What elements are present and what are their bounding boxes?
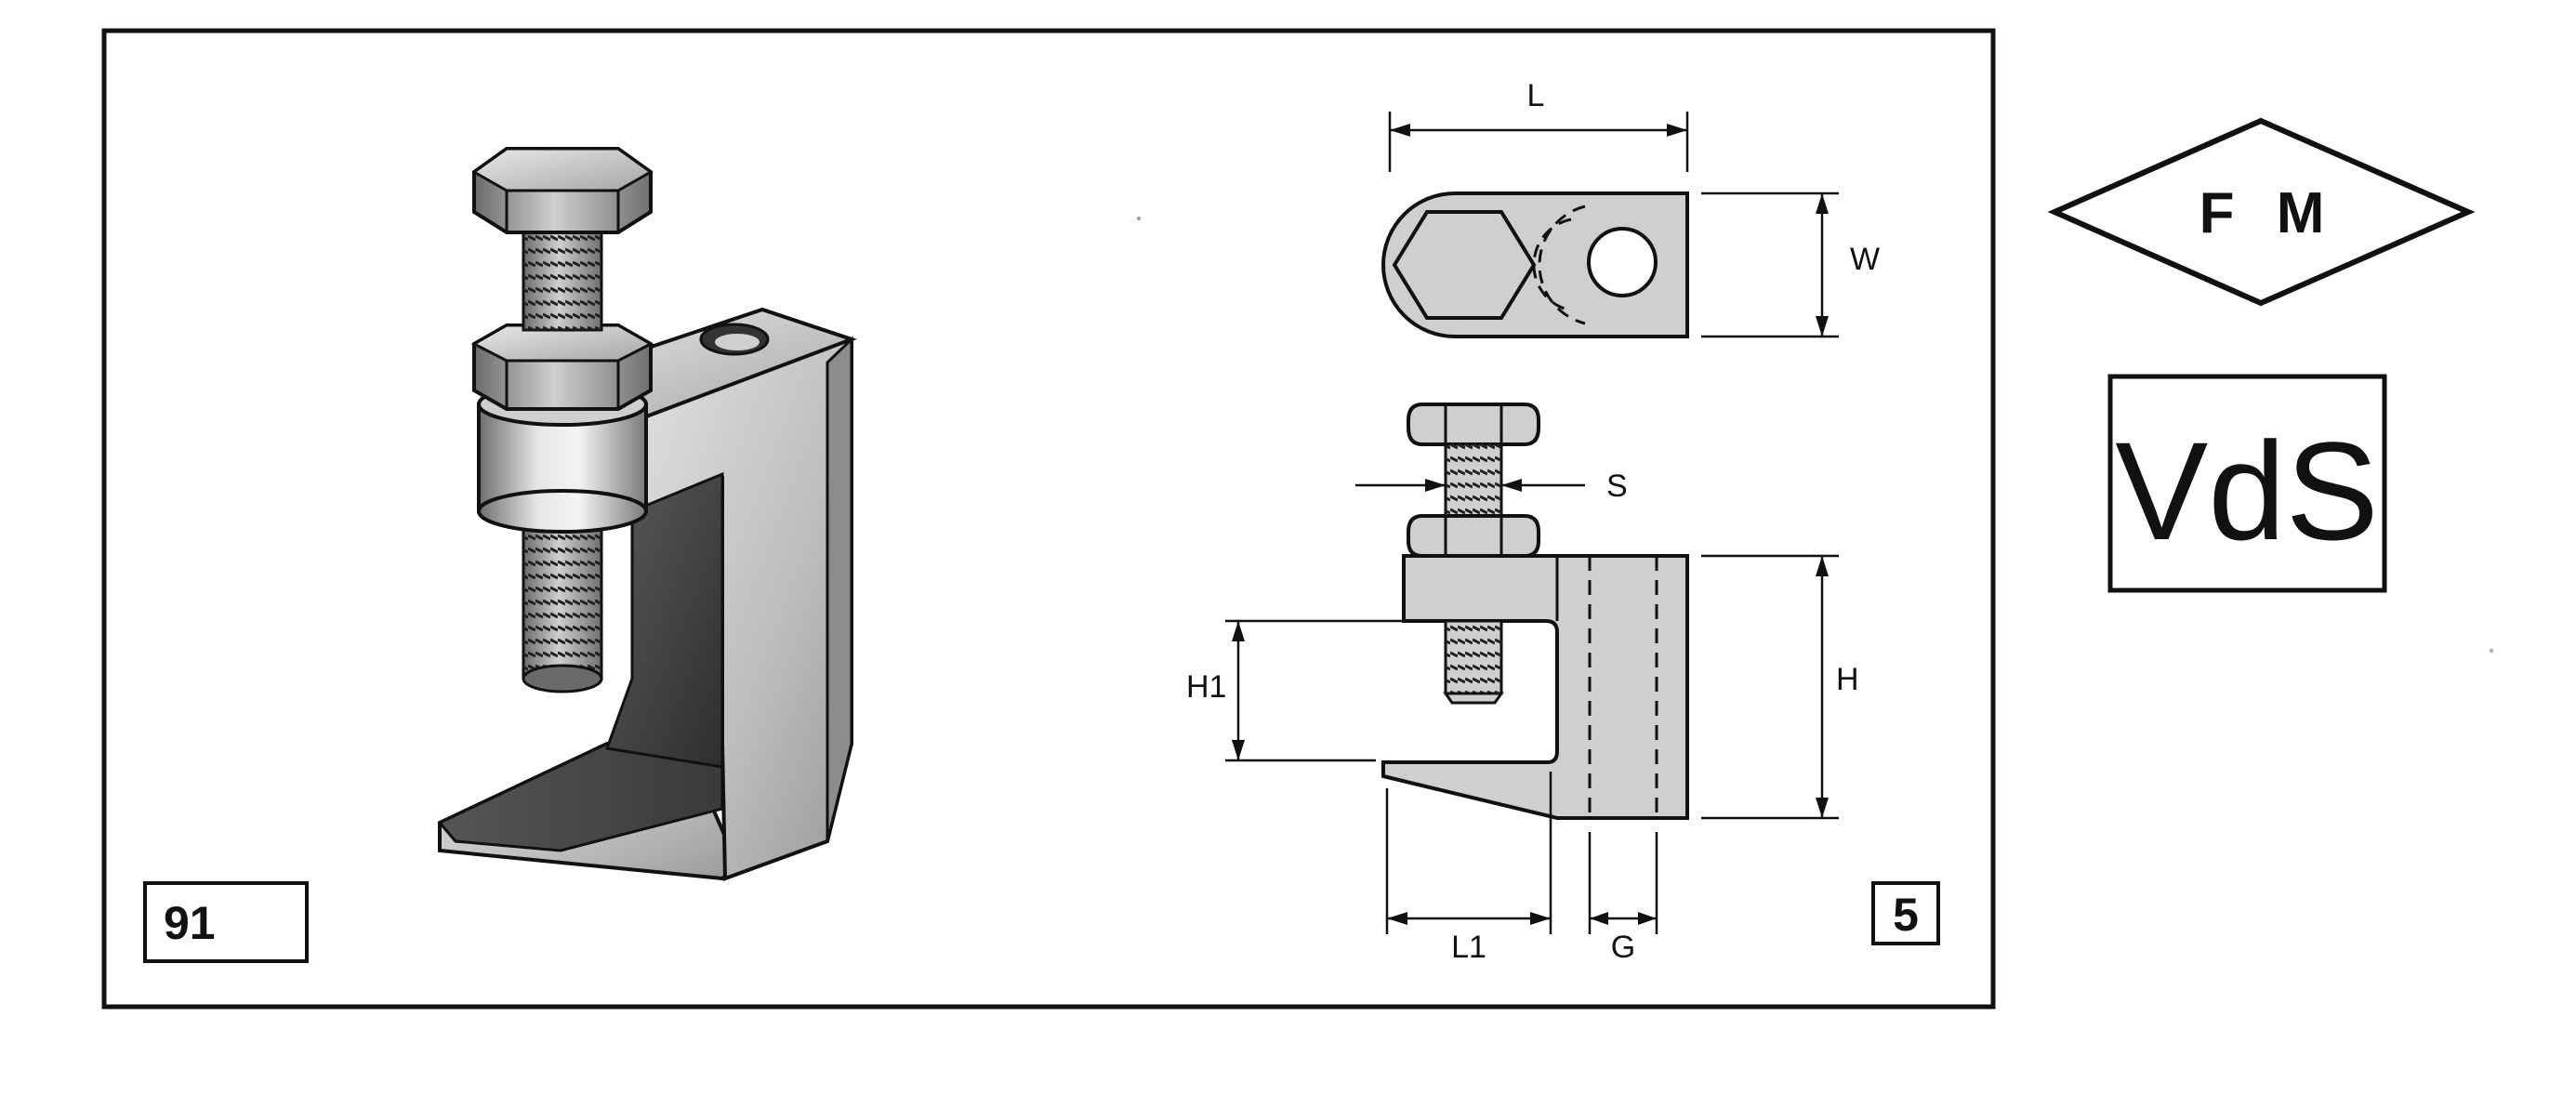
vds-logo-text: VdS xyxy=(2115,413,2379,569)
product-number-box: 91 xyxy=(143,881,309,963)
dim-label-L: L xyxy=(1527,78,1545,113)
page-number-box: 5 xyxy=(1871,881,1940,945)
scan-speck xyxy=(1137,217,1141,220)
dim-label-H1: H1 xyxy=(1186,669,1226,705)
fm-logo-text: F M xyxy=(2200,181,2338,245)
beam-clamp-3d-illustration xyxy=(437,147,857,881)
scan-speck xyxy=(2490,649,2493,653)
fm-approval-logo: F M xyxy=(2047,117,2476,307)
vds-approval-logo: VdS xyxy=(2107,374,2387,593)
dim-label-S: S xyxy=(1606,469,1628,504)
main-frame xyxy=(101,28,1996,1010)
side-view-drawing: S H H1 L1 xyxy=(1186,403,1859,965)
dim-label-W: W xyxy=(1850,242,1880,277)
page-number: 5 xyxy=(1893,889,1919,941)
dim-label-L1: L1 xyxy=(1451,930,1486,965)
dim-label-H: H xyxy=(1836,662,1859,697)
dim-label-G: G xyxy=(1611,930,1635,965)
top-view-drawing: L W xyxy=(1381,78,1880,338)
product-number: 91 xyxy=(164,897,216,949)
